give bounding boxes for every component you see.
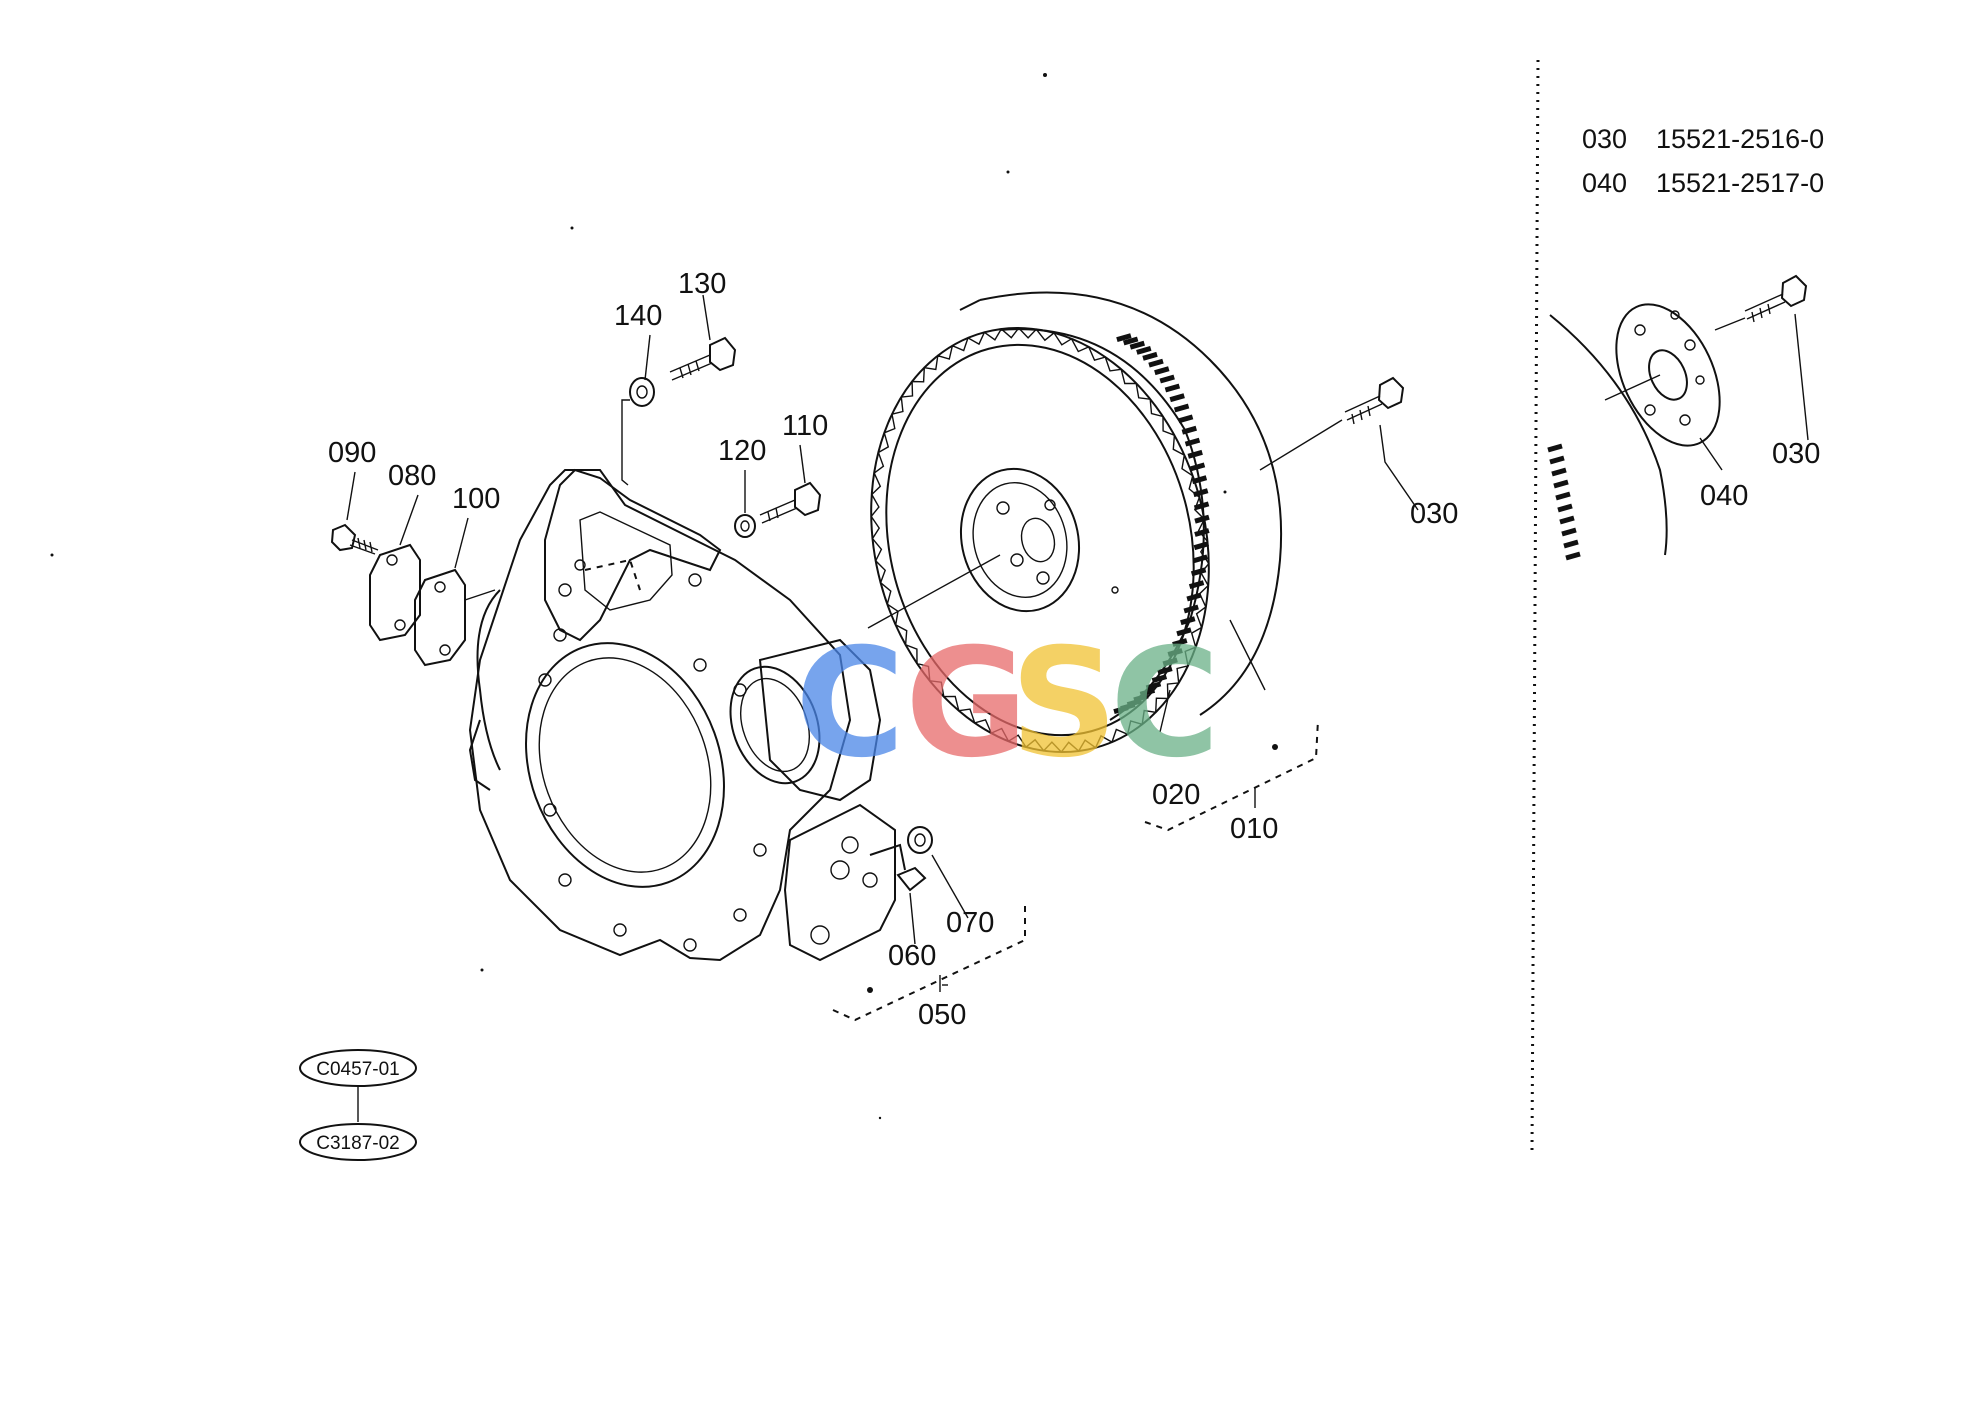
gear-tooth xyxy=(1561,527,1577,537)
callout-030: 030 xyxy=(1410,498,1458,530)
callout-070: 070 xyxy=(946,907,994,939)
flywheel-housing xyxy=(468,468,906,962)
bolt-110 xyxy=(734,481,822,538)
flywheel-bolt-030 xyxy=(1259,376,1405,471)
watermark-letter-3: S xyxy=(1010,617,1118,791)
gear-tooth xyxy=(1191,475,1208,485)
callout-010: 010 xyxy=(1230,813,1278,845)
leader-lines xyxy=(346,294,1809,986)
gear-tooth xyxy=(1190,567,1207,577)
gear-tooth xyxy=(1162,657,1178,667)
gear-tooth xyxy=(1547,443,1563,453)
gear-tooth xyxy=(1139,687,1156,697)
gear-tooth xyxy=(1189,462,1206,472)
bolt-130 xyxy=(621,336,737,486)
parts-table-no-1: 030 xyxy=(1582,124,1627,154)
gear-tooth xyxy=(1183,604,1199,614)
flywheel xyxy=(867,291,1283,754)
watermark: C G S C xyxy=(795,617,1220,791)
parts-table-part-2: 15521-2517-0 xyxy=(1656,168,1824,198)
callout-080: 080 xyxy=(388,460,436,492)
gear-tooth xyxy=(1173,403,1190,413)
callout-140: 140 xyxy=(614,300,662,332)
gear-tooth xyxy=(1187,449,1203,459)
callout-060: 060 xyxy=(888,940,936,972)
gear-tooth xyxy=(1157,666,1173,676)
gear-tooth xyxy=(1164,383,1181,393)
gear-tooth xyxy=(1563,539,1579,549)
gear-tooth xyxy=(1133,693,1149,703)
parts-table: 030 15521-2516-0 040 15521-2517-0 xyxy=(1582,124,1824,198)
gear-tooth xyxy=(1553,479,1569,489)
gear-tooth xyxy=(1192,554,1208,564)
gear-tooth xyxy=(1116,333,1132,343)
gear-tooth xyxy=(1154,366,1170,376)
gear-tooth xyxy=(1176,627,1192,637)
parts-table-part-1: 15521-2516-0 xyxy=(1656,124,1824,154)
gear-tooth xyxy=(1129,340,1145,350)
gear-tooth xyxy=(1113,705,1129,715)
gear-tooth xyxy=(1184,437,1201,447)
parts-table-no-2: 040 xyxy=(1582,168,1627,198)
reference-1: C0457-01 xyxy=(316,1059,399,1080)
plug-060-070 xyxy=(896,826,933,892)
callout-100: 100 xyxy=(452,483,500,515)
assembly-brackets xyxy=(832,719,1319,1022)
callout-130: 130 xyxy=(678,268,726,300)
gear-tooth xyxy=(1193,541,1209,551)
gear-tooth xyxy=(1177,414,1194,424)
watermark-letter-2: G xyxy=(905,617,1028,791)
callout-090: 090 xyxy=(328,437,376,469)
cover-plate xyxy=(330,523,496,667)
watermark-letter-4: C xyxy=(1110,617,1220,791)
gear-tooth xyxy=(1148,358,1164,368)
gear-tooth xyxy=(1136,345,1152,355)
gear-tooth xyxy=(1557,503,1573,513)
gear-tooth xyxy=(1180,616,1196,626)
gear-tooth xyxy=(1181,425,1197,435)
gear-tooth xyxy=(1549,455,1565,465)
gear-tooth xyxy=(1565,551,1581,561)
gear-tooth xyxy=(1186,592,1202,602)
callout-040-detail: 040 xyxy=(1700,480,1748,512)
gear-tooth xyxy=(1145,681,1162,691)
detail-view xyxy=(1547,274,1808,561)
gear-tooth xyxy=(1142,351,1158,361)
gear-tooth xyxy=(1172,638,1188,647)
gear-tooth xyxy=(1123,336,1139,346)
gear-tooth xyxy=(1555,491,1571,501)
reference-2: C3187-02 xyxy=(316,1133,399,1154)
callout-120: 120 xyxy=(718,435,766,467)
detail-divider xyxy=(1530,59,1540,1151)
gear-tooth xyxy=(1167,648,1183,657)
gear-tooth xyxy=(1194,514,1210,524)
gear-tooth xyxy=(1159,374,1175,384)
scan-specks xyxy=(50,73,1227,1120)
watermark-letter-1: C xyxy=(795,617,905,791)
callout-050: 050 xyxy=(918,999,966,1031)
gear-tooth xyxy=(1169,393,1185,403)
callout-030-detail: 030 xyxy=(1772,438,1820,470)
gear-tooth xyxy=(1559,515,1575,525)
callout-110: 110 xyxy=(782,410,828,442)
callout-020: 020 xyxy=(1152,779,1200,811)
gear-tooth xyxy=(1193,501,1210,511)
gear-tooth xyxy=(1551,467,1567,477)
gear-tooth xyxy=(1151,674,1168,684)
gear-tooth xyxy=(1188,580,1205,590)
reference-links: C0457-01 C3187-02 xyxy=(299,1049,417,1161)
gear-tooth xyxy=(1193,488,1209,498)
gear-tooth xyxy=(1194,528,1210,537)
